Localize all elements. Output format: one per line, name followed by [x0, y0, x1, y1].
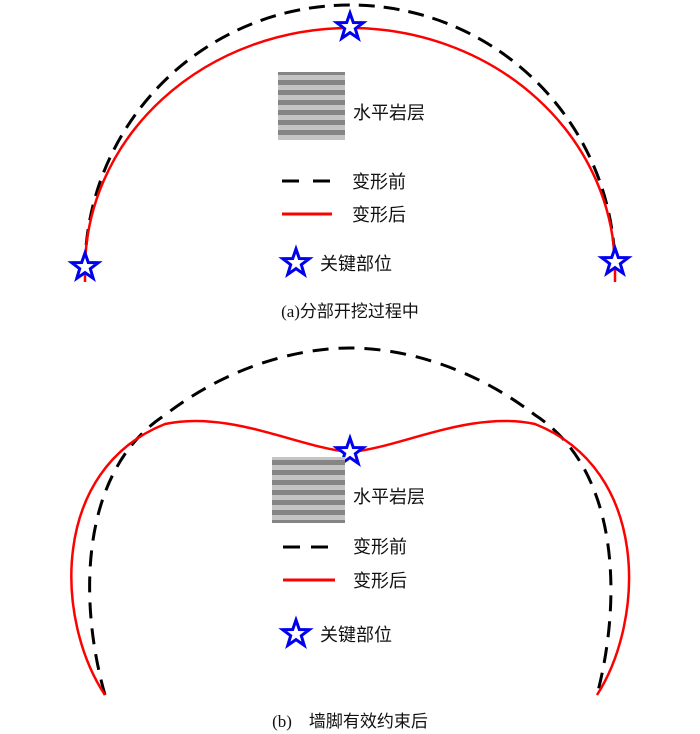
legend-after-label: 变形后	[352, 205, 406, 226]
legend-star-icon	[281, 618, 311, 647]
legend-strata-label: 水平岩层	[353, 103, 425, 124]
legend-star-icon	[281, 247, 311, 276]
legend-before-label: 变形前	[353, 537, 407, 558]
after-deformation-contour	[83, 26, 617, 282]
after-deformation-contour	[70, 419, 631, 696]
legend-key-point-label: 关键部位	[320, 625, 392, 646]
legend-before-label: 变形前	[352, 172, 406, 193]
legend-strata-label: 水平岩层	[353, 487, 425, 508]
panel-b: 水平岩层 变形前 变形后 关键部位 (b) 墙脚有效约束后	[70, 346, 631, 731]
panel-a: 水平岩层 变形前 变形后 关键部位 (a)分部开挖过程中	[70, 3, 630, 321]
strata-swatch	[272, 457, 345, 523]
strata-swatch	[278, 72, 345, 140]
key-point-star-icon	[335, 11, 365, 40]
before-deformation-contour	[83, 3, 617, 271]
caption-b: (b) 墙脚有效约束后	[272, 712, 428, 731]
legend-after-label: 变形后	[353, 571, 407, 592]
legend-key-point-label: 关键部位	[320, 254, 392, 275]
before-deformation-contour	[88, 346, 613, 696]
caption-a: (a)分部开挖过程中	[281, 302, 419, 321]
